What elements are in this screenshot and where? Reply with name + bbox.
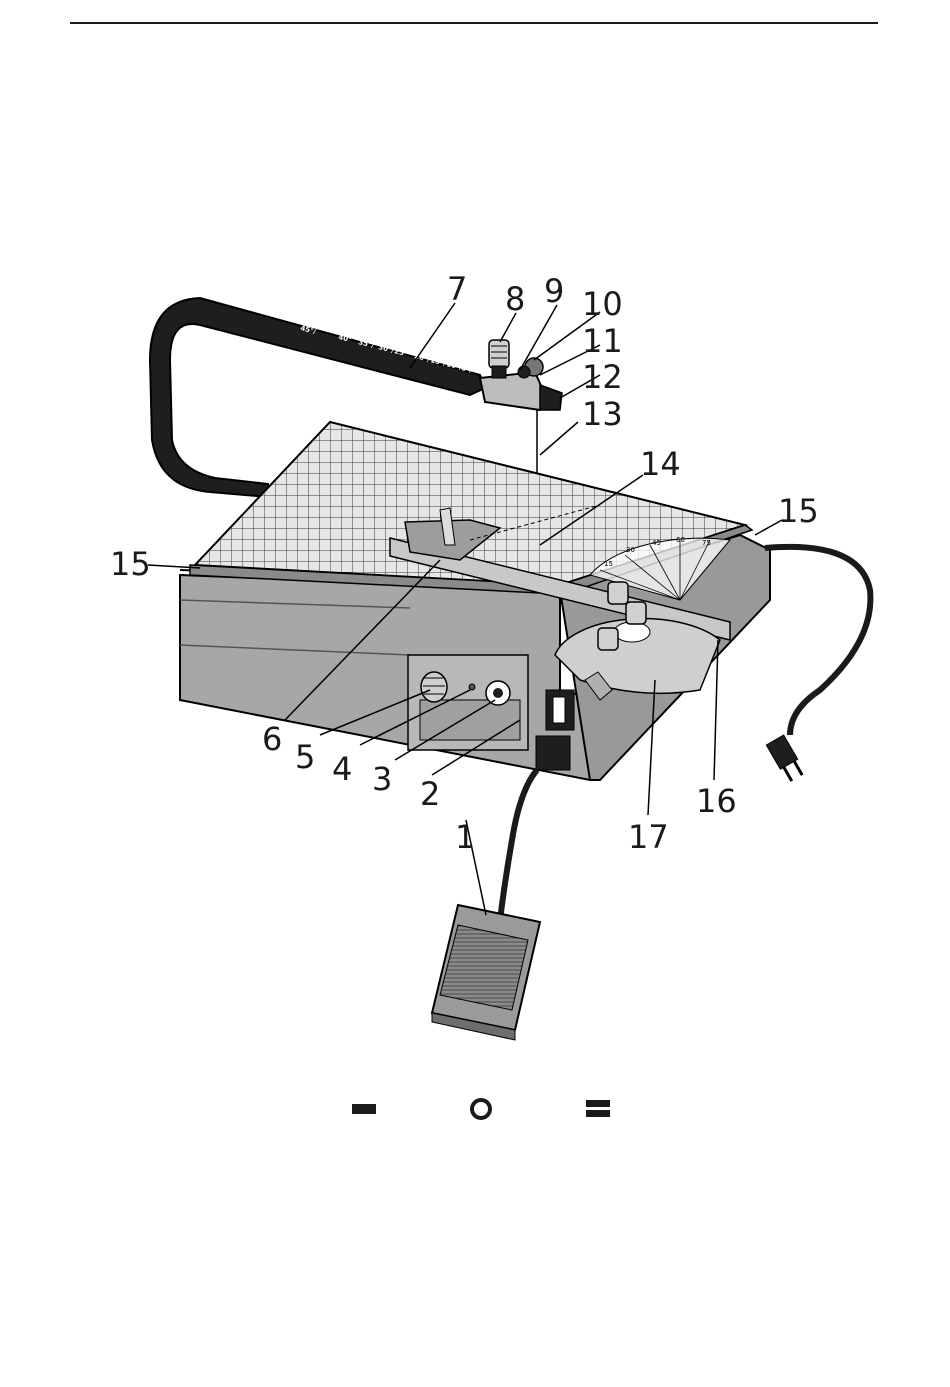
- callout-7: 7: [447, 270, 467, 308]
- callout-11: 11: [582, 322, 623, 360]
- callout-10: 10: [582, 285, 623, 323]
- callout-1: 1: [455, 818, 475, 856]
- callout-16: 16: [696, 782, 737, 820]
- protractor-label: 30: [626, 546, 635, 554]
- power-cord: [765, 547, 870, 735]
- circle-symbol: [472, 1100, 490, 1118]
- knob-5: [421, 672, 447, 702]
- callout-15-left: 15: [110, 545, 151, 583]
- foot-pedal: [432, 905, 540, 1040]
- socket: [536, 736, 570, 770]
- callout-5: 5: [295, 738, 315, 776]
- protractor-label: 60: [676, 536, 685, 544]
- knob-8: [489, 340, 509, 368]
- callout-12: 12: [582, 358, 623, 396]
- symbols-row: [352, 1100, 610, 1118]
- callout-14: 14: [640, 445, 681, 483]
- indicator-4: [469, 684, 475, 690]
- callout-2: 2: [420, 775, 440, 813]
- blade-head: [480, 340, 562, 410]
- minus-symbol: [352, 1104, 376, 1114]
- callout-4: 4: [332, 750, 352, 788]
- equals-symbol: [586, 1100, 610, 1117]
- callout-8: 8: [505, 280, 525, 318]
- protractor-label: 15: [604, 560, 613, 568]
- callout-17: 17: [628, 818, 669, 856]
- protractor-label: 75: [702, 539, 711, 547]
- callout-3: 3: [372, 760, 392, 798]
- plug: [766, 735, 805, 783]
- protractor-label: 45: [652, 539, 661, 547]
- callout-15-right: 15: [778, 492, 819, 530]
- pedal-cord: [500, 770, 537, 920]
- callout-13: 13: [582, 395, 623, 433]
- callout-6: 6: [262, 720, 282, 758]
- callout-9: 9: [544, 272, 564, 310]
